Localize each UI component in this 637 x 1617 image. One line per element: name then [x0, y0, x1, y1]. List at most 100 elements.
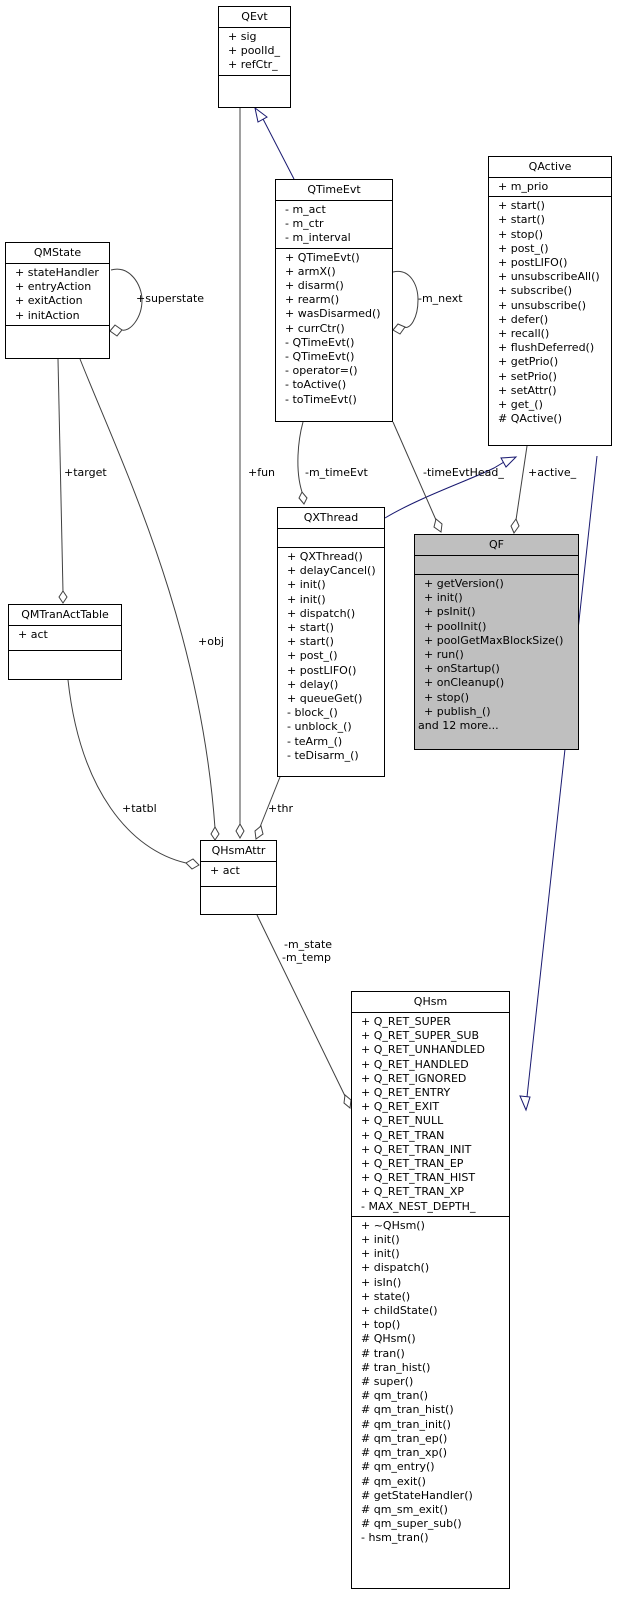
attributes: + act — [201, 862, 276, 887]
edge-label-obj: +obj — [198, 635, 224, 648]
inherit-arrowhead — [254, 106, 268, 123]
attribute: + Q_RET_TRAN_INIT — [361, 1142, 472, 1156]
operation: # qm_sm_exit() — [361, 1502, 448, 1516]
operation: + state() — [361, 1289, 411, 1303]
operation: + setAttr() — [498, 383, 557, 397]
operation: + post_() — [287, 649, 338, 663]
edge-label-m-timeevt: -m_timeEvt — [305, 466, 368, 479]
operation: # qm_tran_ep() — [361, 1431, 448, 1445]
attribute: + m_prio — [498, 180, 549, 193]
operation: + flushDeferred() — [498, 341, 595, 355]
class-name: QHsmAttr — [201, 841, 276, 862]
operations — [219, 76, 290, 94]
attribute: + exitAction — [15, 294, 83, 308]
class-qtimeevt[interactable]: QTimeEvt - m_act - m_ctr - m_interval + … — [275, 179, 393, 422]
operation: # qm_tran_hist() — [361, 1403, 454, 1417]
inherit-arrowhead — [519, 1095, 531, 1112]
edge-qmstate-superstate — [110, 268, 143, 331]
operation: + setPrio() — [498, 369, 557, 383]
operation: # super() — [361, 1375, 414, 1389]
operation: # qm_tran_init() — [361, 1417, 451, 1431]
operation: + delay() — [287, 677, 339, 691]
operation: + publish_() — [424, 704, 491, 718]
operation: + psInit() — [424, 605, 476, 619]
aggregation-diamond — [185, 858, 200, 870]
operations: + start() + start() + stop() + post_() +… — [489, 197, 611, 428]
operation: + stop() — [498, 227, 544, 241]
operation: - block_() — [287, 706, 338, 720]
operation: + unsubscribeAll() — [498, 270, 600, 284]
operation: + init() — [361, 1233, 400, 1247]
operation: + start() — [498, 213, 545, 227]
operations: + QTimeEvt() + armX() + disarm() + rearm… — [276, 249, 392, 409]
operation: # QHsm() — [361, 1332, 416, 1346]
aggregation-diamond — [109, 324, 123, 337]
attribute: - m_ctr — [285, 217, 324, 231]
operation: - QTimeEvt() — [285, 350, 355, 364]
operation: + start() — [287, 635, 334, 649]
operation: + currCtr() — [285, 321, 345, 335]
class-qhsm[interactable]: QHsm + Q_RET_SUPER + Q_RET_SUPER_SUB + Q… — [351, 991, 510, 1589]
operation: + QTimeEvt() — [285, 250, 360, 264]
edge-tatbl — [67, 679, 187, 864]
edge-label-m-state: -m_state — [284, 938, 333, 951]
operation: # qm_tran_xp() — [361, 1446, 448, 1460]
attribute: + refCtr_ — [228, 58, 278, 72]
operation: + poolInit() — [424, 619, 487, 633]
attribute: + Q_RET_IGNORED — [361, 1071, 467, 1085]
class-qactive[interactable]: QActive + m_prio + start() + start() + s… — [488, 156, 612, 446]
operation: + childState() — [361, 1304, 438, 1318]
edge-qtimeevt-m-next — [392, 270, 419, 328]
class-qf[interactable]: QF + getVersion() + init() + psInit() + … — [414, 534, 579, 750]
class-qmtranacttable[interactable]: QMTranActTable + act — [8, 604, 122, 680]
aggregation-diamond — [254, 825, 264, 840]
aggregation-diamond — [210, 825, 220, 841]
operations: + ~QHsm() + init() + init() + dispatch()… — [352, 1217, 509, 1548]
attribute: + Q_RET_ENTRY — [361, 1086, 451, 1100]
attribute: + Q_RET_HANDLED — [361, 1057, 469, 1071]
aggregation-diamond — [392, 323, 406, 335]
operation: # tran() — [361, 1346, 405, 1360]
operation: + dispatch() — [287, 606, 356, 620]
class-qevt[interactable]: QEvt + sig + poolId_ + refCtr_ — [218, 6, 291, 108]
attributes — [415, 556, 578, 575]
class-name: QActive — [489, 157, 611, 178]
class-name: QEvt — [219, 7, 290, 28]
operations — [201, 887, 276, 905]
operations: + QXThread() + delayCancel() + init() + … — [278, 548, 384, 765]
attribute: + initAction — [15, 308, 80, 322]
operation: + get_() — [498, 398, 543, 412]
operation: + getPrio() — [498, 355, 559, 369]
class-qhsmattr[interactable]: QHsmAttr + act — [200, 840, 277, 915]
class-name: QXThread — [278, 508, 384, 529]
class-name: QHsm — [352, 992, 509, 1013]
edge-qxthread-inherits-qactive — [384, 461, 505, 519]
class-qmstate[interactable]: QMState + stateHandler + entryAction + e… — [5, 242, 110, 359]
attribute: + Q_RET_EXIT — [361, 1100, 440, 1114]
operation: + defer() — [498, 312, 549, 326]
operation: - teDisarm_() — [287, 748, 359, 762]
attribute: + Q_RET_TRAN — [361, 1128, 445, 1142]
operation: + disarm() — [285, 279, 344, 293]
attribute: - MAX_NEST_DEPTH_ — [361, 1199, 476, 1213]
class-qxthread[interactable]: QXThread + QXThread() + delayCancel() + … — [277, 507, 385, 777]
edge-label-timeevthead: -timeEvtHead_ — [423, 466, 504, 479]
operation: + init() — [287, 578, 326, 592]
attribute: - m_interval — [285, 231, 351, 245]
operation: + poolGetMaxBlockSize() — [424, 633, 564, 647]
attribute: + Q_RET_TRAN_XP — [361, 1185, 465, 1199]
attribute: + Q_RET_UNHANDLED — [361, 1043, 486, 1057]
operation: # getStateHandler() — [361, 1488, 473, 1502]
operation: + post_() — [498, 241, 549, 255]
operation: - teArm_() — [287, 734, 343, 748]
class-name: QMState — [6, 243, 109, 264]
edge-active — [515, 445, 528, 521]
attribute: + Q_RET_NULL — [361, 1114, 444, 1128]
attributes: + stateHandler + entryAction + exitActio… — [6, 264, 109, 326]
edge-m-timeevt — [297, 421, 304, 493]
operation: - toActive() — [285, 378, 347, 392]
operation: + onStartup() — [424, 662, 500, 676]
operation: + init() — [424, 591, 463, 605]
class-name: QTimeEvt — [276, 180, 392, 201]
